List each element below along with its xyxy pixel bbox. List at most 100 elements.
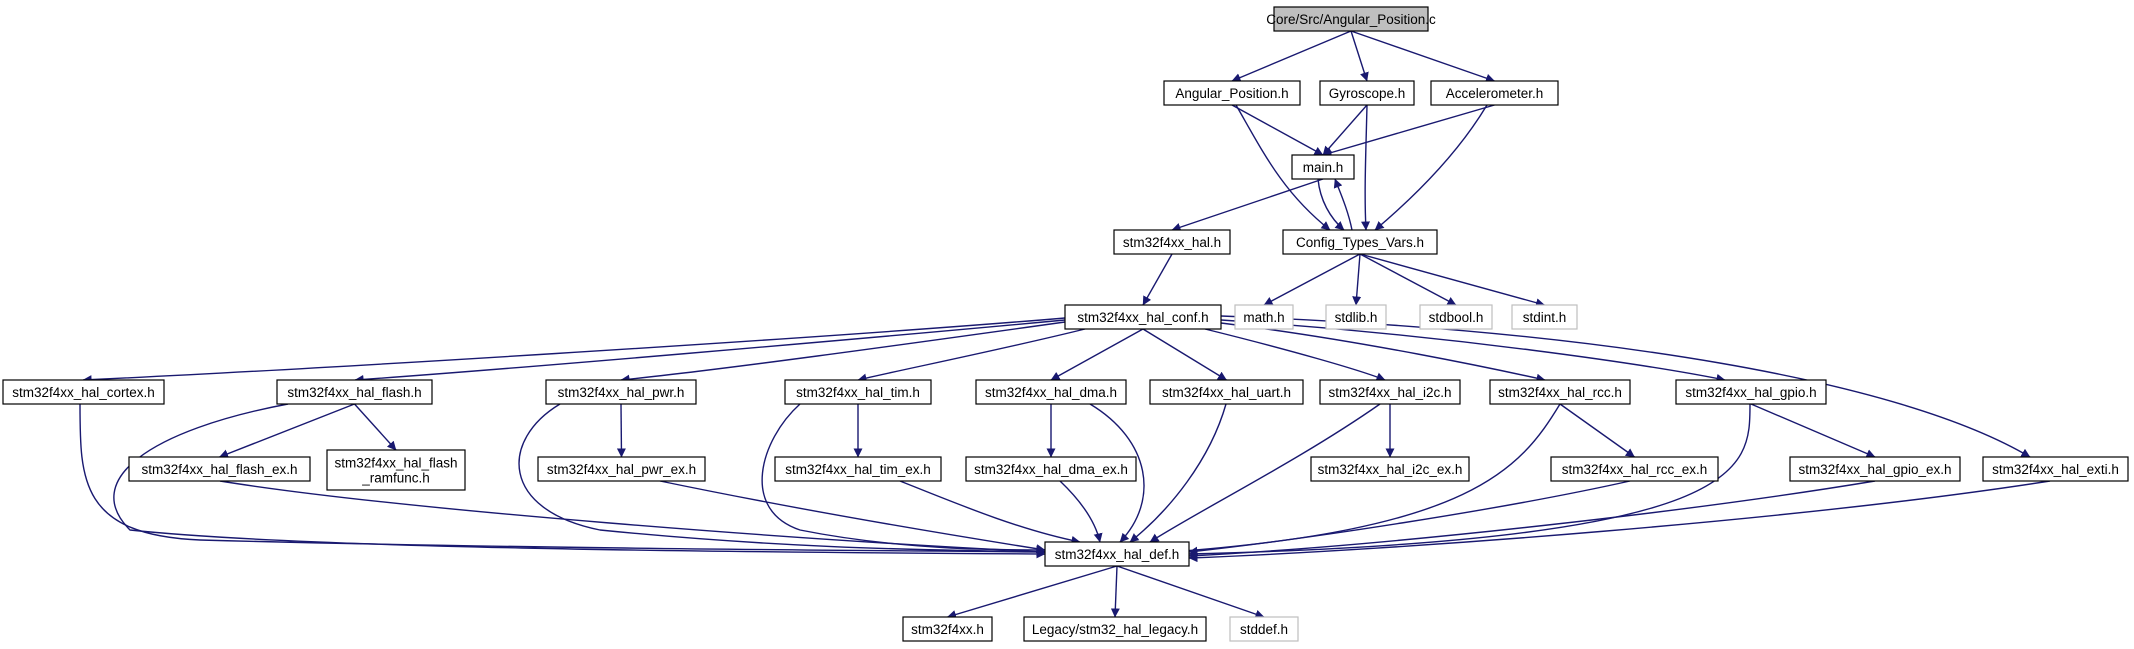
edge-root-to-gyroscope_h bbox=[1350, 30, 1369, 82]
node-hal-flash-h[interactable]: stm32f4xx_hal_flash.h bbox=[276, 379, 433, 405]
node-box bbox=[774, 456, 942, 482]
node-label: stm32f4xx_hal_def.h bbox=[1055, 547, 1180, 562]
edge-config_types_vars_h-to-stdbool_h bbox=[1359, 253, 1457, 306]
node-angular-position-h[interactable]: Angular_Position.h bbox=[1163, 80, 1301, 106]
node-hal-tim-ex-h[interactable]: stm32f4xx_hal_tim_ex.h bbox=[774, 456, 942, 482]
edge-gyroscope_h-to-config_types_vars_h bbox=[1361, 104, 1371, 231]
edge-hal_flash_h-to-hal_def_h bbox=[113, 403, 1046, 559]
node-label: stdbool.h bbox=[1429, 310, 1484, 325]
node-box bbox=[1550, 456, 1719, 482]
node-hal-gpio-ex-h[interactable]: stm32f4xx_hal_gpio_ex.h bbox=[1789, 456, 1961, 482]
node-hal-conf-h[interactable]: stm32f4xx_hal_conf.h bbox=[1064, 304, 1222, 330]
node-label: Accelerometer.h bbox=[1446, 86, 1544, 101]
node-hal-pwr-h[interactable]: stm32f4xx_hal_pwr.h bbox=[545, 379, 697, 405]
edge-hal_conf_h-to-hal_cortex_h bbox=[82, 317, 1066, 385]
edge-hal_i2c_h-to-hal_def_h bbox=[1149, 403, 1381, 543]
node-hal-rcc-h[interactable]: stm32f4xx_hal_rcc.h bbox=[1489, 379, 1631, 405]
edge-hal_def_h-to-stddef_h bbox=[1116, 565, 1265, 619]
node-stdbool-h[interactable]: stdbool.h bbox=[1419, 304, 1493, 330]
node-box bbox=[975, 379, 1127, 405]
edge-hal_h-to-hal_conf_h bbox=[1142, 253, 1173, 306]
node-box bbox=[1273, 6, 1429, 32]
node-gyroscope-h[interactable]: Gyroscope.h bbox=[1319, 80, 1415, 106]
node-box bbox=[784, 379, 932, 405]
edge-hal_tim_ex_h-to-hal_def_h bbox=[899, 480, 1081, 545]
node-hal-h[interactable]: stm32f4xx_hal.h bbox=[1113, 229, 1231, 255]
node-hal-exti-h[interactable]: stm32f4xx_hal_exti.h bbox=[1982, 456, 2129, 482]
node-label: stm32f4xx_hal_rcc_ex.h bbox=[1562, 462, 1708, 477]
edge-main_h-to-config_types_vars_h bbox=[1317, 178, 1345, 231]
node-hal-dma-ex-h[interactable]: stm32f4xx_hal_dma_ex.h bbox=[965, 456, 1137, 482]
node-box bbox=[1675, 379, 1827, 405]
node-main-h[interactable]: main.h bbox=[1291, 154, 1355, 180]
node-label: Legacy/stm32_hal_legacy.h bbox=[1032, 622, 1198, 637]
node-box bbox=[1291, 154, 1355, 180]
node-label: stm32f4xx_hal_dma_ex.h bbox=[974, 462, 1128, 477]
edge-main_h-to-hal_h bbox=[1171, 178, 1324, 232]
node-hal-dma-h[interactable]: stm32f4xx_hal_dma.h bbox=[975, 379, 1127, 405]
node-hal-tim-h[interactable]: stm32f4xx_hal_tim.h bbox=[784, 379, 932, 405]
edge-hal_rcc_ex_h-to-hal_def_h bbox=[1188, 480, 1631, 556]
node-box bbox=[1113, 229, 1231, 255]
edge-gyroscope_h-to-main_h bbox=[1322, 104, 1368, 156]
edge-hal_conf_h-to-hal_gpio_h bbox=[1220, 319, 1726, 383]
node-accelerometer-h[interactable]: Accelerometer.h bbox=[1430, 80, 1559, 106]
node-hal-gpio-h[interactable]: stm32f4xx_hal_gpio.h bbox=[1675, 379, 1827, 405]
node-label: Angular_Position.h bbox=[1175, 86, 1288, 101]
node-box bbox=[1044, 541, 1190, 567]
node-label: Config_Types_Vars.h bbox=[1296, 235, 1424, 250]
edge-hal_conf_h-to-hal_uart_h bbox=[1142, 328, 1227, 381]
node-label: stm32f4xx_hal_pwr.h bbox=[558, 385, 685, 400]
node-box bbox=[276, 379, 433, 405]
node-box bbox=[1319, 80, 1415, 106]
node-box bbox=[326, 449, 466, 491]
node-hal-pwr-ex-h[interactable]: stm32f4xx_hal_pwr_ex.h bbox=[537, 456, 706, 482]
node-config-types-vars-h[interactable]: Config_Types_Vars.h bbox=[1282, 229, 1438, 255]
node-box bbox=[1982, 456, 2129, 482]
edge-hal_def_h-to-stm32f4xx_h bbox=[947, 565, 1118, 619]
node-hal-i2c-h[interactable]: stm32f4xx_hal_i2c.h bbox=[1319, 379, 1461, 405]
node-hal-flash-ramfunc-h[interactable]: stm32f4xx_hal_flash_ramfunc.h bbox=[326, 449, 466, 491]
node-stdlib-h[interactable]: stdlib.h bbox=[1325, 304, 1387, 330]
node-hal-rcc-ex-h[interactable]: stm32f4xx_hal_rcc_ex.h bbox=[1550, 456, 1719, 482]
node-hal-uart-h[interactable]: stm32f4xx_hal_uart.h bbox=[1149, 379, 1304, 405]
node-hal-legacy-h[interactable]: Legacy/stm32_hal_legacy.h bbox=[1023, 616, 1207, 642]
node-label: stm32f4xx_hal_flash bbox=[334, 456, 457, 471]
edge-hal_flash_ex_h-to-hal_def_h bbox=[219, 480, 1046, 557]
node-stddef-h[interactable]: stddef.h bbox=[1229, 616, 1299, 642]
nodes-layer: Core/Src/Angular_Position.cAngular_Posit… bbox=[2, 6, 2129, 642]
edge-hal_flash_h-to-hal_flash_ramfunc_h bbox=[353, 403, 397, 451]
node-stm32f4xx-h[interactable]: stm32f4xx.h bbox=[902, 616, 993, 642]
edge-root-to-accelerometer_h bbox=[1350, 30, 1495, 83]
edge-accelerometer_h-to-main_h bbox=[1322, 104, 1495, 157]
edge-angular_position_h-to-main_h bbox=[1231, 104, 1324, 156]
node-hal-flash-ex-h[interactable]: stm32f4xx_hal_flash_ex.h bbox=[128, 456, 311, 482]
node-box bbox=[1789, 456, 1961, 482]
node-box bbox=[1419, 304, 1493, 330]
edge-hal_rcc_h-to-hal_rcc_ex_h bbox=[1559, 403, 1635, 458]
node-box bbox=[1064, 304, 1222, 330]
node-math-h[interactable]: math.h bbox=[1234, 304, 1294, 330]
node-stdint-h[interactable]: stdint.h bbox=[1511, 304, 1578, 330]
node-label: main.h bbox=[1303, 160, 1344, 175]
node-label: stm32f4xx.h bbox=[911, 622, 984, 637]
node-label: stm32f4xx_hal_dma.h bbox=[985, 385, 1117, 400]
node-label: stm32f4xx_hal_i2c_ex.h bbox=[1318, 462, 1463, 477]
node-label: stdlib.h bbox=[1335, 310, 1378, 325]
edge-hal_conf_h-to-hal_flash_h bbox=[354, 319, 1066, 384]
node-box bbox=[537, 456, 706, 482]
node-box bbox=[1430, 80, 1559, 106]
node-label: stm32f4xx_hal_flash.h bbox=[287, 385, 421, 400]
node-box bbox=[1149, 379, 1304, 405]
node-label: stm32f4xx_hal_uart.h bbox=[1162, 385, 1291, 400]
node-label: stm32f4xx_hal_flash_ex.h bbox=[141, 462, 297, 477]
node-label: _ramfunc.h bbox=[361, 471, 430, 486]
node-hal-cortex-h[interactable]: stm32f4xx_hal_cortex.h bbox=[2, 379, 165, 405]
node-hal-i2c-ex-h[interactable]: stm32f4xx_hal_i2c_ex.h bbox=[1310, 456, 1470, 482]
node-box bbox=[2, 379, 165, 405]
node-label: stm32f4xx_hal_conf.h bbox=[1077, 310, 1208, 325]
node-label: stm32f4xx_hal_tim_ex.h bbox=[785, 462, 931, 477]
edge-config_types_vars_h-to-math_h bbox=[1263, 253, 1361, 306]
node-hal-def-h[interactable]: stm32f4xx_hal_def.h bbox=[1044, 541, 1190, 567]
node-box bbox=[1310, 456, 1470, 482]
